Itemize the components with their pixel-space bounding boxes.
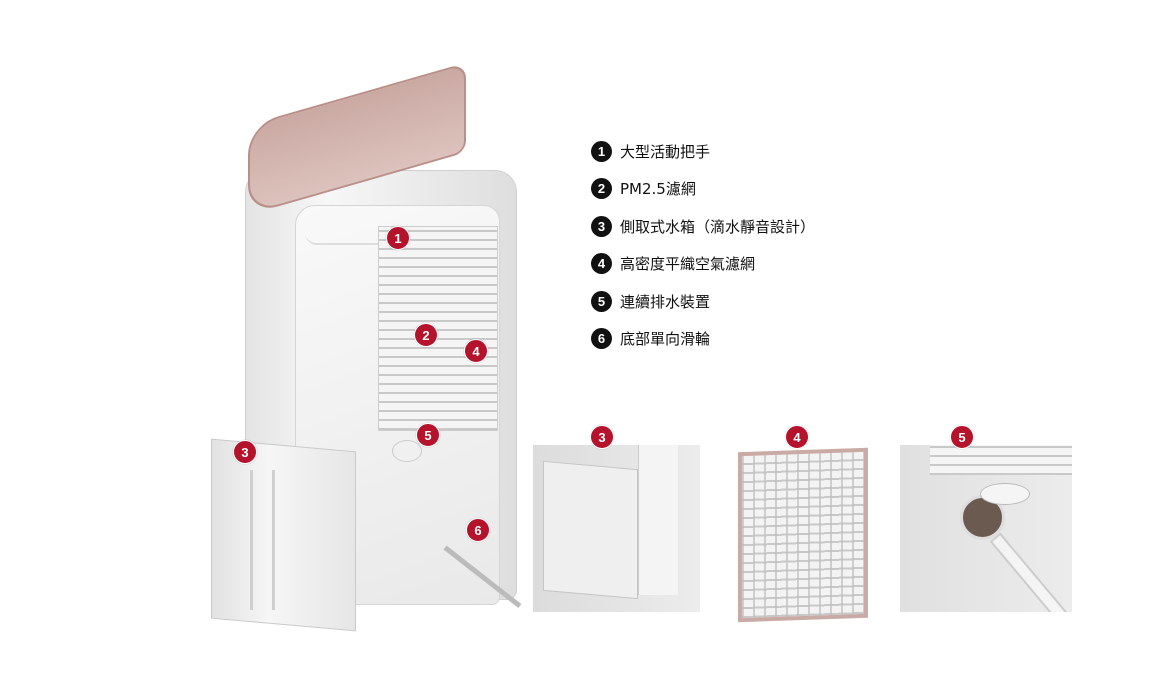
callout-handle: 1: [386, 226, 410, 250]
legend-label: PM2.5濾網: [620, 180, 696, 198]
legend-number: 3: [591, 215, 612, 237]
callout-tank: 3: [233, 440, 257, 464]
legend-label: 連續排水裝置: [620, 292, 711, 311]
legend-item: 2 PM2.5濾網: [591, 178, 815, 200]
inset-badge-filter: 4: [785, 425, 809, 449]
legend-number: 6: [591, 328, 612, 349]
legend-number: 5: [591, 290, 612, 312]
legend-number: 4: [591, 253, 612, 274]
water-tank: [211, 438, 356, 632]
legend-item: 5 連續排水裝置: [591, 290, 815, 312]
legend-label: 側取式水箱（滴水靜音設計）: [620, 217, 816, 236]
legend-item: 4 高密度平織空氣濾網: [591, 253, 815, 275]
inset-drain: [900, 445, 1072, 612]
inset-water-tank: [533, 445, 700, 612]
tank-ridge: [272, 469, 275, 611]
inset-badge-tank: 3: [590, 425, 614, 449]
legend-item: 3 側取式水箱（滴水靜音設計）: [591, 215, 815, 237]
legend-item: 1 大型活動把手: [591, 140, 815, 162]
callout-drain: 5: [416, 423, 440, 447]
inset-air-filter: [738, 447, 868, 623]
inset-badge-drain: 5: [950, 425, 974, 449]
air-grille: [378, 226, 498, 431]
legend-item: 6 底部單向滑輪: [591, 328, 815, 350]
legend-label: 底部單向滑輪: [620, 330, 711, 348]
drain-cap: [392, 440, 422, 462]
callout-wheel: 6: [466, 518, 490, 542]
tank-ridge: [250, 469, 253, 611]
legend-label: 大型活動把手: [620, 142, 711, 161]
legend-label: 高密度平織空氣濾網: [620, 255, 756, 273]
legend-number: 1: [591, 140, 612, 162]
callout-air-filter: 4: [464, 339, 488, 363]
legend-number: 2: [591, 178, 612, 199]
callout-pm25-filter: 2: [414, 323, 438, 347]
feature-legend: 1 大型活動把手 2 PM2.5濾網 3 側取式水箱（滴水靜音設計） 4 高密度平織空氣…: [591, 140, 815, 365]
